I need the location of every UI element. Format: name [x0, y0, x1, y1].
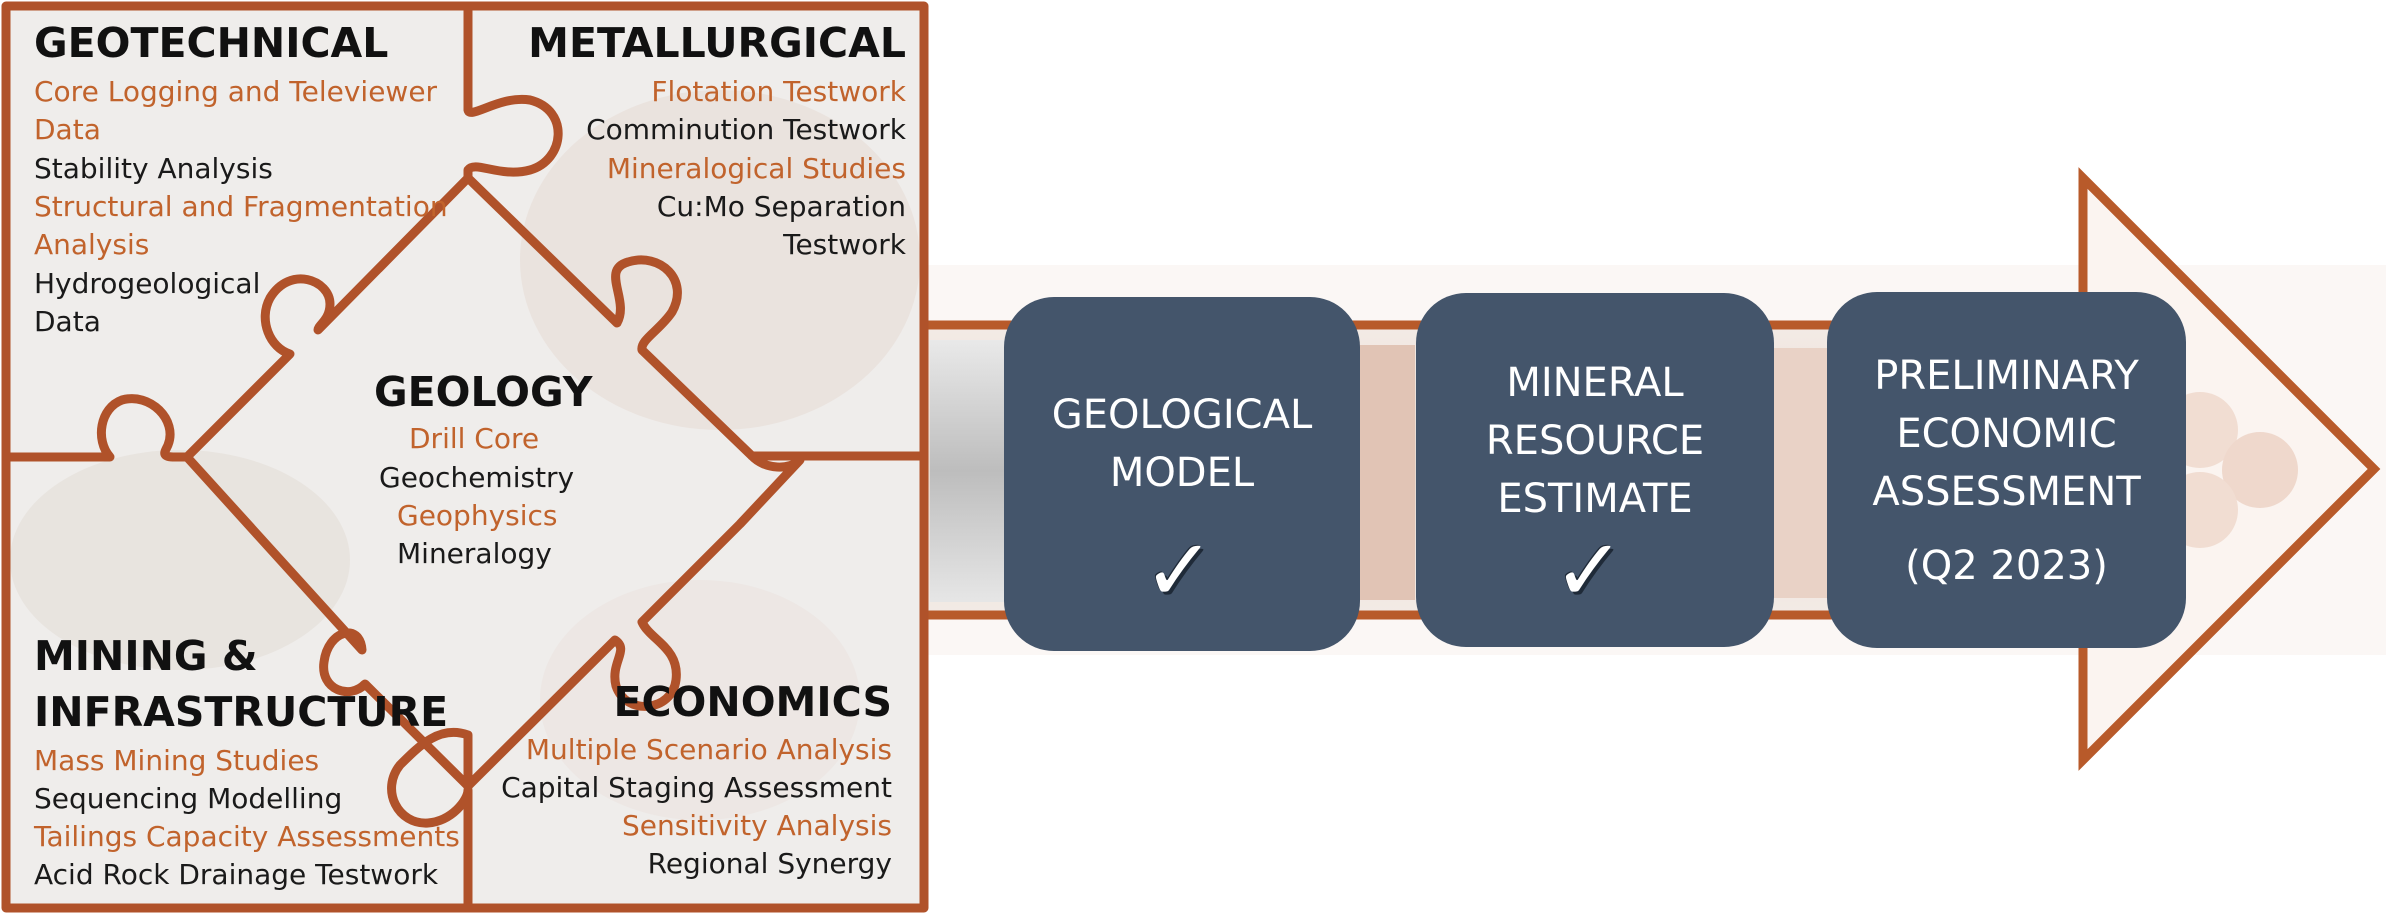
geotechnical-item: Structural and Fragmentation — [34, 190, 448, 223]
stage-label-line: MINERAL — [1506, 360, 1684, 406]
stage-label-line: ESTIMATE — [1497, 476, 1693, 522]
geology-item: Mineralogy — [397, 537, 552, 570]
economics-item: Sensitivity Analysis — [621, 809, 892, 842]
geotechnical-item: Hydrogeological — [34, 267, 261, 300]
stage-label-line: RESOURCE — [1485, 418, 1705, 464]
stage-box-geological-model — [1004, 297, 1360, 651]
geotechnical-item: Data — [34, 305, 101, 338]
metallurgical-item: Cu:Mo Separation — [656, 190, 906, 223]
geology-title: GEOLOGY — [374, 368, 593, 416]
stage-label-line: PRELIMINARY — [1874, 353, 2139, 399]
economics-item: Capital Staging Assessment — [501, 771, 892, 804]
metallurgical-item: Flotation Testwork — [651, 75, 906, 108]
mining-item: Tailings Capacity Assessments — [34, 820, 460, 853]
mining-item: Sequencing Modelling — [34, 782, 343, 815]
stage-label: PRELIMINARY ECONOMIC ASSESSMENT (Q2 2023… — [1827, 347, 2186, 595]
checkmark-icon: ✓ — [1143, 521, 1216, 621]
economics-title: ECONOMICS — [613, 678, 892, 726]
stage-label: MINERAL RESOURCE ESTIMATE — [1416, 354, 1774, 528]
metallurgical-item: Comminution Testwork — [586, 113, 906, 146]
geology-item: Geochemistry — [379, 461, 575, 494]
mining-title: INFRASTRUCTURE — [34, 688, 449, 736]
stage-label-line: ECONOMIC — [1896, 411, 2117, 457]
geotechnical-title: GEOTECHNICAL — [34, 19, 389, 67]
mining-item: Mass Mining Studies — [34, 744, 320, 777]
stage-box-preliminary-economic-assessment — [1827, 292, 2186, 648]
economics-item: Multiple Scenario Analysis — [525, 733, 892, 766]
stage-label-line: (Q2 2023) — [1905, 543, 2108, 589]
geotechnical-item: Core Logging and Televiewer — [34, 75, 438, 108]
stage-label-line: GEOLOGICAL — [1051, 392, 1313, 438]
mining-item: Acid Rock Drainage Testwork — [34, 858, 439, 891]
checkmark-icon: ✓ — [1553, 521, 1626, 621]
geology-item: Drill Core — [409, 422, 540, 455]
geotechnical-item: Analysis — [34, 228, 150, 261]
metallurgical-item: Testwork — [783, 228, 906, 261]
geotechnical-item: Stability Analysis — [34, 152, 273, 185]
metallurgical-item: Mineralogical Studies — [606, 152, 906, 185]
stage-box-mineral-resource-estimate — [1416, 293, 1774, 647]
stage-label-line: ASSESSMENT — [1872, 469, 2141, 515]
economics-item: Regional Synergy — [647, 847, 892, 880]
geotechnical-item: Data — [34, 113, 101, 146]
mining-title: MINING & — [34, 632, 258, 680]
stage-label: GEOLOGICAL MODEL — [1004, 386, 1360, 502]
geology-item: Geophysics — [397, 499, 558, 532]
metallurgical-title: METALLURGICAL — [528, 19, 906, 67]
stage-label-line: MODEL — [1109, 450, 1255, 496]
center-diamond — [182, 173, 805, 791]
